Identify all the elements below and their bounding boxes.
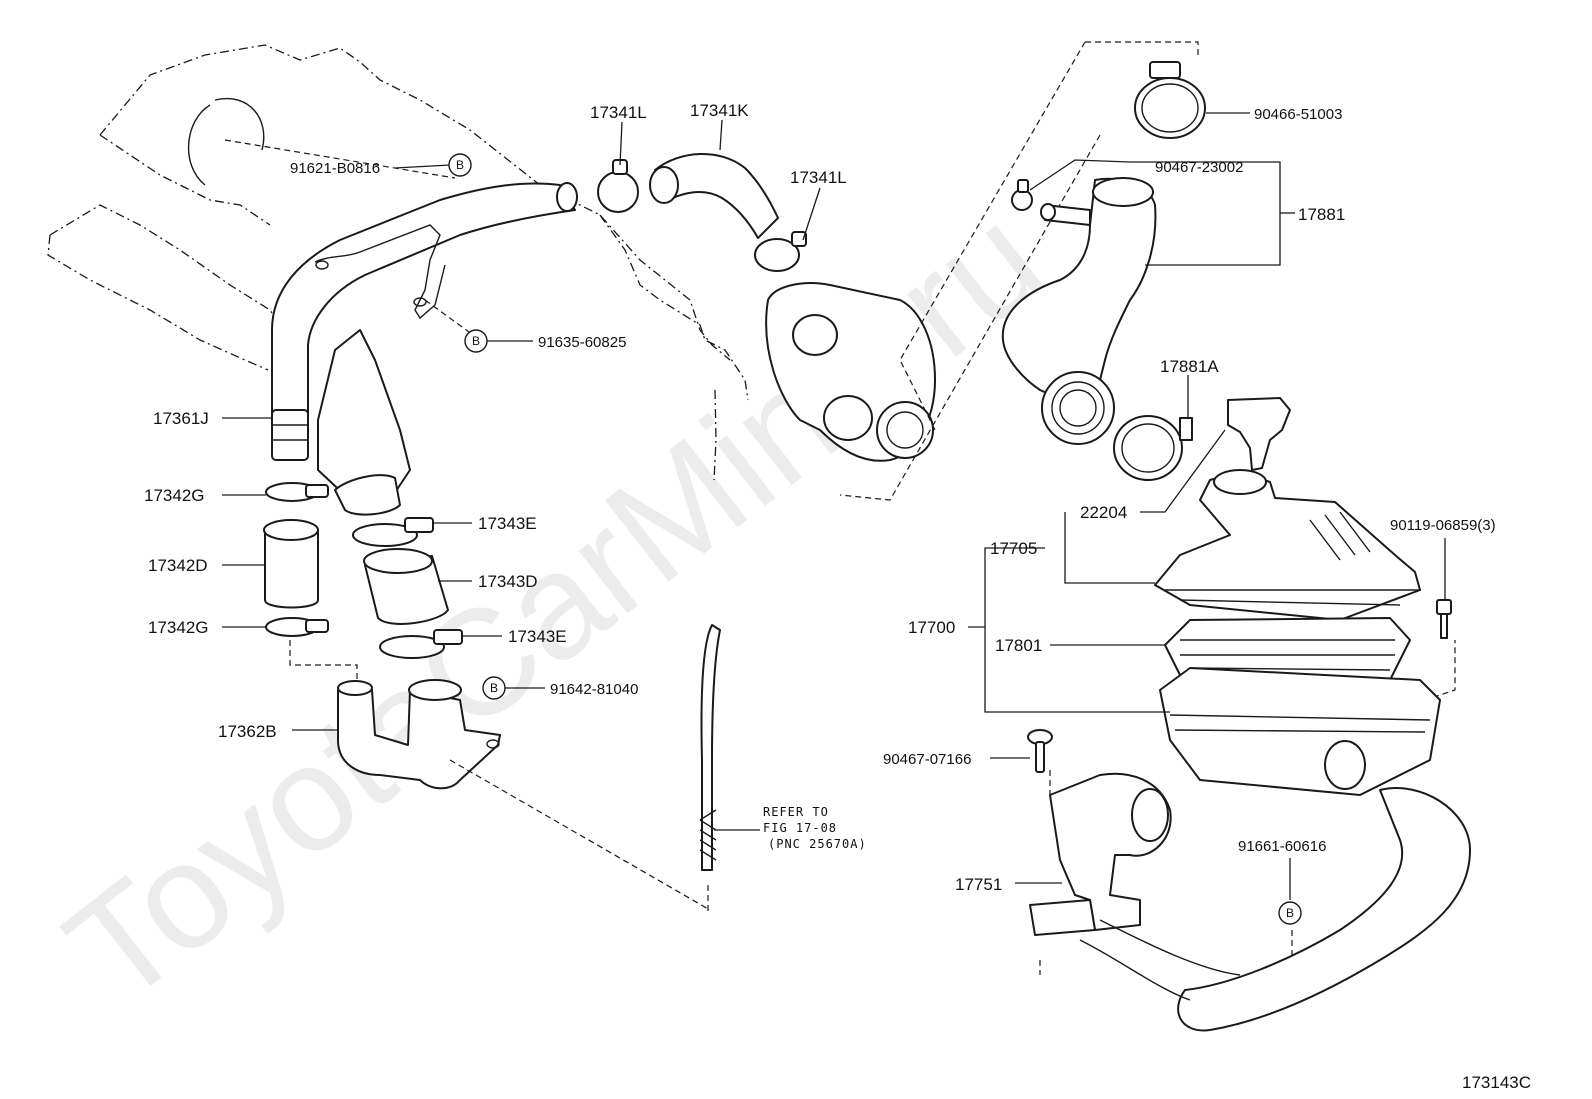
airflow-sensor-22204 xyxy=(1227,397,1291,471)
part-labels: 91621-B0816 91635-60825 17361J 17342G 17… xyxy=(144,101,1496,894)
refer-note-line1: REFER TO xyxy=(763,805,829,819)
hose-17342d xyxy=(263,519,319,609)
label-17881: 17881 xyxy=(1298,205,1345,224)
b-marker-text: B xyxy=(1286,906,1294,920)
label-17705: 17705 xyxy=(990,539,1037,558)
label-17343e-top: 17343E xyxy=(478,514,537,533)
air-cleaner-cap-17705 xyxy=(1154,469,1421,621)
air-hose-17881 xyxy=(1001,177,1157,445)
label-90466-51003: 90466-51003 xyxy=(1254,106,1342,123)
watermark-text: ToyotaCarMine.ru xyxy=(36,174,1072,1035)
clamp-17881a xyxy=(1113,415,1193,481)
clip-90467-07166 xyxy=(1027,729,1053,773)
label-17343e-bottom: 17343E xyxy=(508,627,567,646)
refer-note-line3: (PNC 25670A) xyxy=(768,837,867,851)
clamp-17343e-top xyxy=(352,517,434,547)
inlet-duct xyxy=(1079,787,1471,1032)
clamp-17341l-right xyxy=(754,231,807,272)
engine-phantom-outline xyxy=(47,44,749,481)
label-17751: 17751 xyxy=(955,875,1002,894)
label-17881a: 17881A xyxy=(1160,357,1219,376)
label-17700: 17700 xyxy=(908,618,955,637)
b-marker-text: B xyxy=(472,334,480,348)
watermark: ToyotaCarMine.ru xyxy=(36,174,1072,1035)
label-17342g-top: 17342G xyxy=(144,486,205,505)
diagram-id: 173143C xyxy=(1462,1073,1531,1092)
label-17341k: 17341K xyxy=(690,101,749,120)
label-17361j: 17361J xyxy=(153,409,209,428)
label-22204: 22204 xyxy=(1080,503,1127,522)
clamp-17341l-left xyxy=(597,159,639,213)
clamp-17342g-bottom xyxy=(265,617,329,637)
clip-90467-23002 xyxy=(1011,179,1033,211)
label-90119-06859: 90119-06859(3) xyxy=(1390,517,1496,534)
alignment-lines-left xyxy=(224,139,711,915)
dipstick-guide xyxy=(699,624,721,871)
hose-clamp-90466 xyxy=(1134,61,1206,139)
refer-note-line2: FIG 17-08 xyxy=(763,821,837,835)
b-marker-91661: B xyxy=(1278,901,1302,925)
refer-note: REFER TO FIG 17-08 (PNC 25670A) xyxy=(763,805,867,851)
b-marker-91635: B xyxy=(464,329,488,353)
label-91621-b0816: 91621-B0816 xyxy=(290,160,380,177)
label-17362b: 17362B xyxy=(218,722,277,741)
label-17341l-left: 17341L xyxy=(590,103,647,122)
label-17801: 17801 xyxy=(995,636,1042,655)
throttle-body xyxy=(765,282,936,462)
bolt-90119 xyxy=(1436,599,1452,639)
label-17343d: 17343D xyxy=(478,572,538,591)
hose-17361j xyxy=(271,182,578,461)
label-17342g-bottom: 17342G xyxy=(148,618,209,637)
hose-bracket xyxy=(314,224,446,320)
b-marker-91642: B xyxy=(482,676,506,700)
b-marker-91621: B xyxy=(448,153,472,177)
resonator-17751 xyxy=(1029,772,1172,936)
label-90467-23002: 90467-23002 xyxy=(1155,159,1243,176)
clamp-17343e-bottom xyxy=(379,629,463,659)
hose-17343d xyxy=(363,548,449,625)
label-90467-07166: 90467-07166 xyxy=(883,751,971,768)
b-marker-text: B xyxy=(490,681,498,695)
leader-lines xyxy=(222,112,1446,900)
b-marker-text: B xyxy=(456,158,464,172)
label-91642-81040: 91642-81040 xyxy=(550,681,638,698)
label-17342d: 17342D xyxy=(148,556,208,575)
air-cleaner-case xyxy=(1159,667,1441,796)
clamp-17342g-top xyxy=(265,482,329,502)
label-17341l-right: 17341L xyxy=(790,168,847,187)
hose-17341k xyxy=(649,152,779,239)
intake-runner xyxy=(317,329,411,516)
elbow-17362b xyxy=(337,679,501,790)
label-91661-60616: 91661-60616 xyxy=(1238,838,1326,855)
label-91635-60825: 91635-60825 xyxy=(538,334,626,351)
